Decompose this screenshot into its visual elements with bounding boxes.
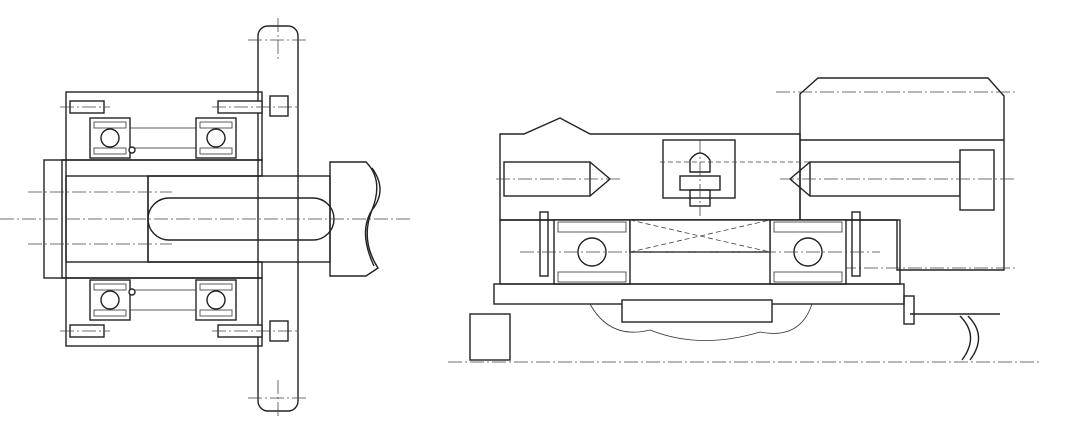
left-bearing-lower-a xyxy=(93,283,127,317)
shaft-right xyxy=(448,283,1040,363)
left-bearing-upper-a xyxy=(93,121,127,155)
left-view xyxy=(0,18,410,418)
housing-screws xyxy=(60,95,300,342)
right-view xyxy=(448,77,1040,363)
left-bearing-lower-b xyxy=(199,283,233,317)
grease-nipple xyxy=(679,140,721,216)
sprocket xyxy=(248,18,308,418)
bolts-right xyxy=(496,149,1016,211)
left-bearing-upper-b xyxy=(199,121,233,155)
